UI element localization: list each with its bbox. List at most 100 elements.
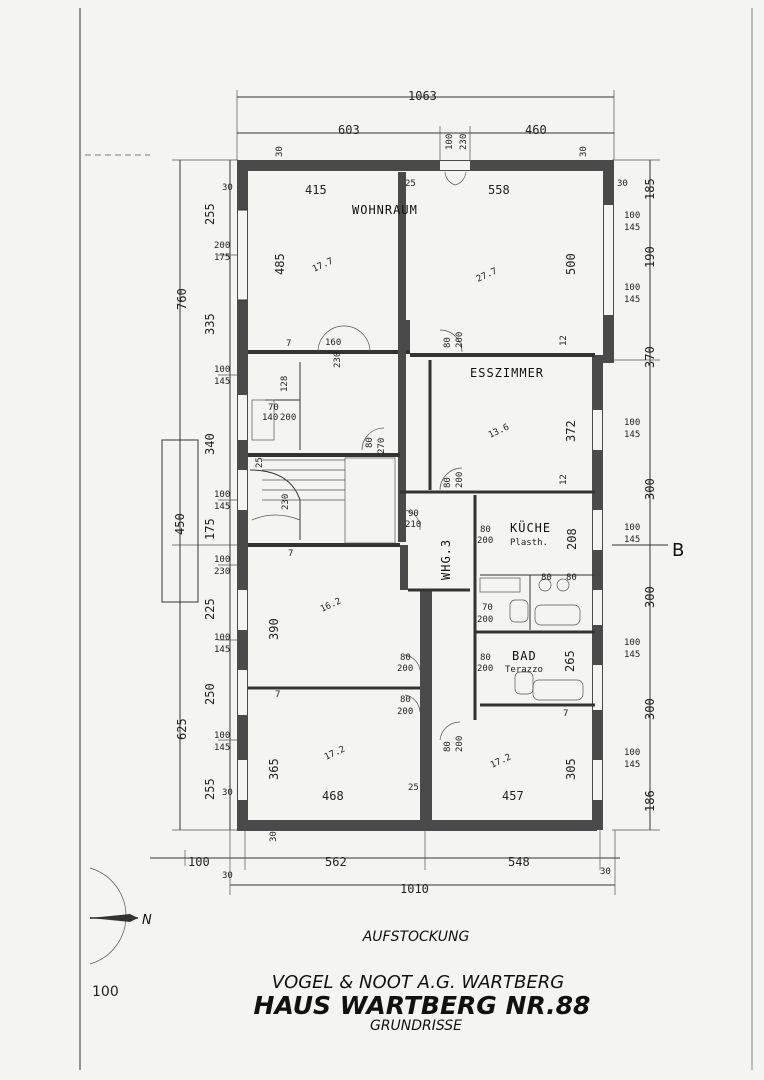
dim-wall-25-top: 25	[405, 179, 416, 189]
dim-room-365: 365	[267, 758, 281, 780]
area-esszimmer-north: 27.7	[475, 266, 499, 284]
dim-left-145d: 145	[214, 743, 230, 753]
dim-right-100b: 100	[624, 283, 640, 293]
dim-wall-30-right-top: 30	[617, 179, 628, 189]
dim-wall-7-a: 7	[286, 339, 291, 349]
dim-left-145c: 145	[214, 645, 230, 655]
dim-door-70: 70	[482, 603, 493, 613]
stairs	[249, 457, 396, 544]
dim-wc-200: 200	[280, 413, 296, 423]
dim-door-200-se: 200	[455, 736, 465, 752]
dim-wall-30-bottom-left: 30	[269, 831, 279, 842]
dim-top-left: 603	[338, 123, 360, 137]
dim-right-100c: 100	[624, 418, 640, 428]
room-label-whg: WHG.3	[439, 539, 453, 580]
dim-door-160: 160	[325, 338, 341, 348]
dim-wall-7-b: 7	[288, 549, 293, 559]
top-dimension-chain	[236, 90, 615, 160]
dim-right-370: 370	[643, 346, 657, 368]
dim-room-485: 485	[273, 253, 287, 275]
dim-door-80-flur: 80	[443, 477, 453, 488]
dim-room-208: 208	[565, 528, 579, 550]
dim-left-450: 450	[173, 513, 187, 535]
dim-left-255-top: 255	[203, 203, 217, 225]
room-label-bad: BAD	[512, 649, 537, 663]
dim-right-145d: 145	[624, 535, 640, 545]
company-name: VOGEL & NOOT A.G. WARTBERG	[272, 972, 565, 993]
dim-bottom-right: 548	[508, 855, 530, 869]
scale-label: 100	[92, 984, 119, 1000]
dim-right-145c: 145	[624, 430, 640, 440]
dim-left-175: 175	[203, 518, 217, 540]
dim-left-200: 200	[214, 241, 230, 251]
dim-right-300c: 300	[643, 698, 657, 720]
dim-bottom-total: 1010	[400, 882, 429, 896]
dim-right-145b: 145	[624, 295, 640, 305]
dim-bottom-100: 100	[188, 855, 210, 869]
dim-bottom-30-left: 30	[222, 871, 233, 881]
dim-left-255-bottom: 255	[203, 778, 217, 800]
dim-door-200-bad: 200	[477, 664, 493, 674]
dim-left-625: 625	[175, 718, 189, 740]
room-floor-kueche: Plasth.	[510, 538, 548, 548]
door-swings	[317, 171, 467, 741]
dim-door-200-esz: 200	[455, 332, 465, 348]
dim-wall-12-a: 12	[559, 335, 569, 346]
dim-left-100b: 100	[214, 490, 230, 500]
dim-door-80-sw: 80	[400, 695, 411, 705]
dim-wc-70: 70	[268, 403, 279, 413]
room-label-wohnraum: WOHNRAUM	[352, 203, 418, 217]
dim-right-100f: 100	[624, 748, 640, 758]
dim-kueche-80-a: 80	[541, 573, 552, 583]
dim-door-80-kueche: 80	[480, 525, 491, 535]
dim-right-100a: 100	[624, 211, 640, 221]
dim-room-372: 372	[564, 420, 578, 442]
dim-top-right: 460	[525, 123, 547, 137]
dim-door-80-se: 80	[443, 741, 453, 752]
drawing-title: HAUS WARTBERG NR.88	[254, 991, 591, 1020]
bottom-dimension-chain	[150, 830, 620, 895]
dim-left-145a: 145	[214, 377, 230, 387]
dim-door-210: 210	[405, 520, 421, 530]
dim-left-230: 230	[214, 567, 230, 577]
dim-left-760: 760	[175, 288, 189, 310]
dim-door-90: 90	[408, 509, 419, 519]
dim-wall-30-left-top: 30	[222, 183, 233, 193]
dim-door-200-sw: 200	[397, 707, 413, 717]
dim-left-100c: 100	[214, 555, 230, 565]
dim-right-145e: 145	[624, 650, 640, 660]
dim-door-80-bad: 80	[480, 653, 491, 663]
left-dimension-chain	[161, 159, 238, 831]
dim-wc-140: 140	[262, 413, 278, 423]
dim-right-100e: 100	[624, 638, 640, 648]
dim-stair-230: 230	[281, 494, 291, 510]
dim-left-100d: 100	[214, 633, 230, 643]
room-label-kueche: KÜCHE	[510, 519, 551, 535]
area-room-west: 16.2	[319, 596, 343, 614]
dim-right-100d: 100	[624, 523, 640, 533]
dim-top-door-height: 230	[459, 134, 469, 150]
dim-door-270-wc: 270	[377, 438, 387, 454]
dim-wall-30-left-bottom: 30	[222, 788, 233, 798]
dim-room-500: 500	[564, 253, 578, 275]
dim-door-80-esz: 80	[443, 337, 453, 348]
dim-wall-7-d: 7	[563, 709, 568, 719]
dim-left-175b: 175	[214, 253, 230, 263]
dim-left-100e: 100	[214, 731, 230, 741]
dim-room-415: 415	[305, 183, 327, 197]
dim-left-340: 340	[203, 433, 217, 455]
dim-door-230: 230	[333, 352, 343, 368]
dim-left-250: 250	[203, 683, 217, 705]
dim-wall-30-top-left: 30	[275, 146, 285, 157]
area-room-southwest: 17.2	[323, 744, 347, 762]
subtitle-aufstockung: AUFSTOCKUNG	[362, 929, 470, 945]
dim-bottom-30-right: 30	[600, 867, 611, 877]
dim-left-225: 225	[203, 598, 217, 620]
sanitary-fixtures	[251, 399, 584, 701]
dim-door-80-wc: 80	[365, 437, 375, 448]
dim-room-128: 128	[280, 376, 290, 392]
dim-right-145a: 145	[624, 223, 640, 233]
dim-right-300b: 300	[643, 586, 657, 608]
dim-room-457: 457	[502, 789, 524, 803]
